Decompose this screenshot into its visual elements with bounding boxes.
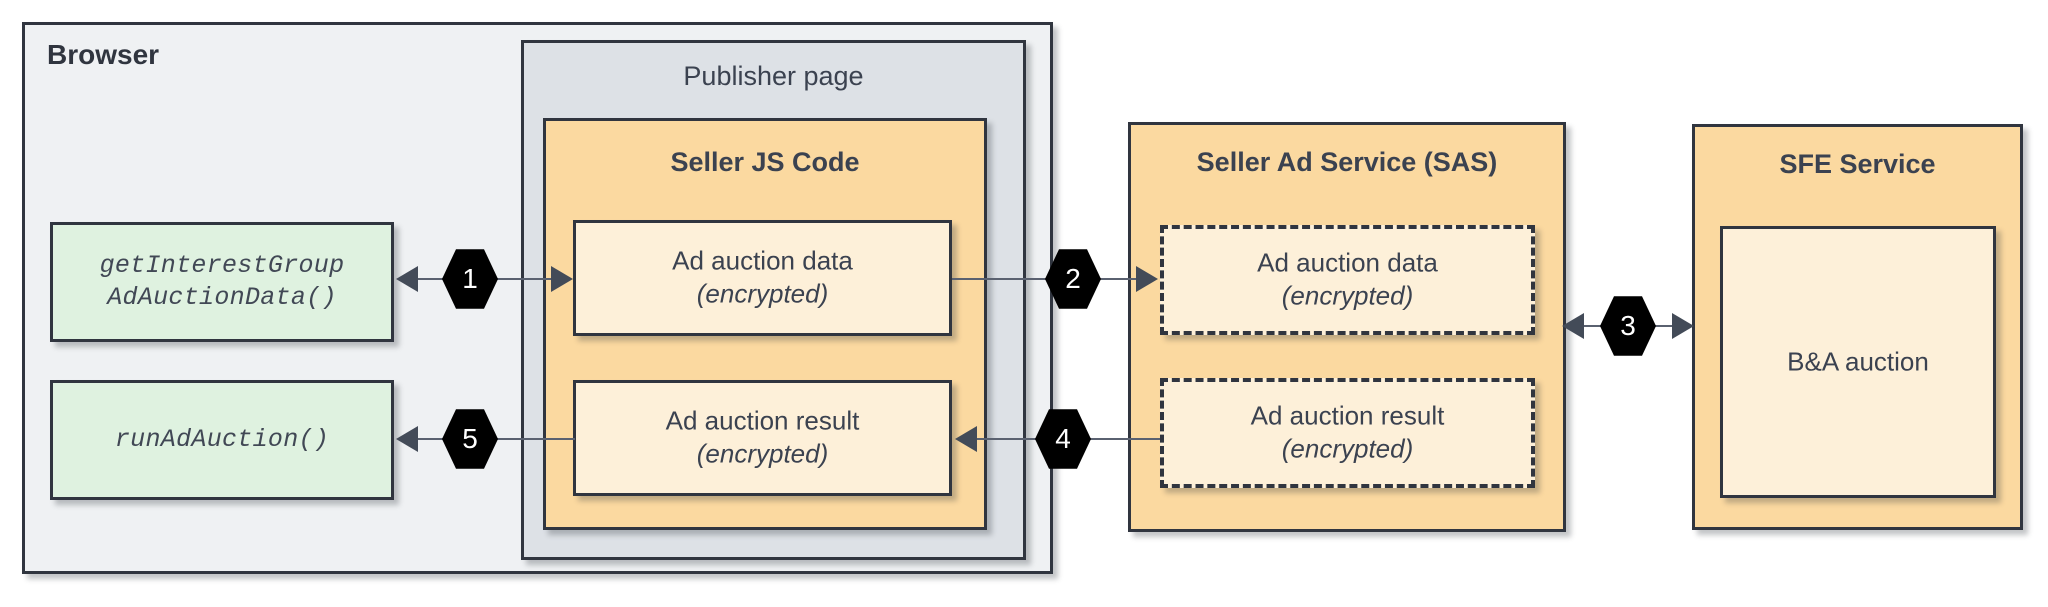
payload-line-2: (encrypted) — [696, 279, 829, 309]
api-runadauction[interactable]: runAdAuction() — [50, 380, 394, 500]
connector-step-2-right — [1067, 278, 1142, 280]
seller-js-payload-ad-auction-result[interactable]: Ad auction result (encrypted) — [573, 380, 952, 496]
step-number-1: 1 — [462, 263, 478, 294]
connector-step-3-left — [1580, 325, 1602, 327]
sas-payload-ad-auction-data[interactable]: Ad auction data (encrypted) — [1160, 225, 1535, 335]
connector-step-1-right — [464, 278, 558, 280]
connector-step-4-left — [975, 438, 1037, 440]
sas-payload-ad-auction-result-label: Ad auction result (encrypted) — [1164, 400, 1531, 467]
connector-step-3-right — [1652, 325, 1676, 327]
api-label-runadauction: runAdAuction() — [53, 424, 391, 456]
step-number-5: 5 — [462, 423, 478, 454]
seller-js-payload-ad-auction-data-label: Ad auction data (encrypted) — [576, 245, 949, 312]
step-marker-2: 2 — [1045, 249, 1101, 309]
connector-step-4-right — [1090, 438, 1160, 440]
api-line-2: AdAuctionData() — [107, 283, 337, 312]
sfe-service-label: SFE Service — [1779, 149, 1936, 179]
payload-line-1: Ad auction result — [1250, 400, 1445, 431]
browser-label: Browser — [47, 39, 160, 70]
arrowhead-step-3-right — [1672, 313, 1694, 339]
step-marker-4: 4 — [1035, 409, 1091, 469]
api-getinterestgroupadauctiondata[interactable]: getInterestGroup AdAuctionData() — [50, 222, 394, 342]
payload-line-2: (encrypted) — [696, 439, 829, 469]
sfe-ba-auction-box[interactable]: B&A auction — [1720, 226, 1996, 498]
payload-line-2: (encrypted) — [1281, 434, 1414, 464]
step-marker-1: 1 — [442, 249, 498, 309]
arrowhead-step-1-left — [396, 266, 418, 292]
seller-js-payload-ad-auction-data[interactable]: Ad auction data (encrypted) — [573, 220, 952, 336]
sfe-ba-auction-label: B&A auction — [1787, 346, 1929, 377]
api-line-1: getInterestGroup — [99, 251, 345, 280]
step-number-4: 4 — [1055, 423, 1071, 454]
connector-step-5-right — [495, 438, 575, 440]
sas-payload-ad-auction-data-label: Ad auction data (encrypted) — [1164, 247, 1531, 314]
payload-line-1: Ad auction data — [672, 245, 853, 276]
api-line-1: runAdAuction() — [114, 425, 330, 454]
seller-js-code-label: Seller JS Code — [670, 147, 860, 177]
seller-ad-service-label: Seller Ad Service (SAS) — [1196, 147, 1498, 177]
arrowhead-step-4-left — [955, 426, 977, 452]
payload-line-1: Ad auction data — [1257, 247, 1438, 278]
step-number-2: 2 — [1065, 263, 1081, 294]
arrowhead-step-5-left — [396, 426, 418, 452]
step-number-3: 3 — [1620, 310, 1636, 341]
payload-line-1: Ad auction result — [665, 405, 860, 436]
arrowhead-step-1-right — [551, 266, 573, 292]
arrowhead-step-3-left — [1562, 313, 1584, 339]
connector-step-2-left — [952, 278, 1047, 280]
step-marker-5: 5 — [442, 409, 498, 469]
publisher-page-label: Publisher page — [683, 61, 864, 91]
api-label-getinterestgroupadauctiondata: getInterestGroup AdAuctionData() — [53, 250, 391, 314]
payload-line-2: (encrypted) — [1281, 281, 1414, 311]
sas-payload-ad-auction-result[interactable]: Ad auction result (encrypted) — [1160, 378, 1535, 488]
arrowhead-step-2-right — [1136, 266, 1158, 292]
step-marker-3: 3 — [1600, 296, 1656, 356]
seller-js-payload-ad-auction-result-label: Ad auction result (encrypted) — [576, 405, 949, 472]
